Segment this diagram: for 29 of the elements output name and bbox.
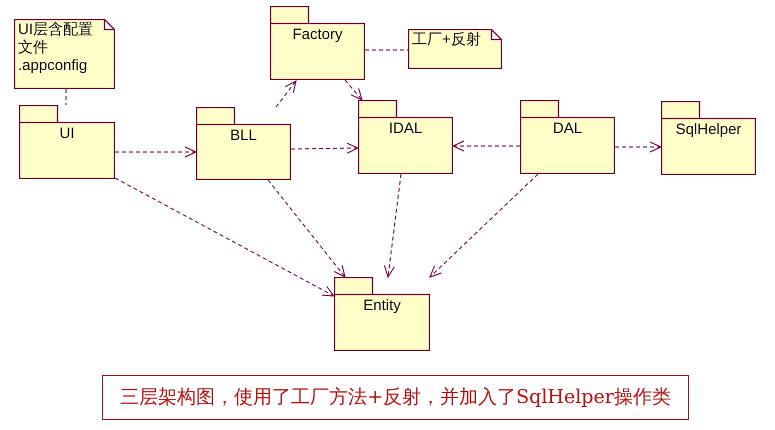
note-text: 工厂+反射 [412,31,482,49]
package-box [334,277,430,351]
dependency-arrow [114,178,334,296]
package-label: Entity [362,297,402,314]
note-text: UI层含配置文件 .appconfig [18,21,94,75]
package-label: UI [58,125,76,142]
dependency-arrow [268,180,346,278]
dependency-arrow [384,174,402,278]
package-box [520,100,615,174]
dependency-arrow [614,142,662,152]
caption: 三层架构图，使用了工厂方法+反射，并加入了SqlHelper操作类 [102,375,689,420]
package-label: DAL [552,120,584,137]
dependency-arrow [344,80,362,100]
dependency-arrow [276,80,296,108]
package-box [661,101,756,175]
note-box [408,29,502,69]
dependency-arrow [430,174,538,278]
package-box [196,107,291,180]
package-label: BLL [229,127,258,144]
dependency-arrow [114,146,196,158]
dependency-arrow [290,142,358,154]
dependency-arrow [452,140,520,152]
package-box [270,6,365,80]
package-box [358,100,453,174]
package-box [19,105,115,179]
package-label: IDAL [388,120,424,137]
package-label: SqlHelper [674,121,742,138]
package-label: Factory [291,26,344,43]
note-box [14,19,115,89]
